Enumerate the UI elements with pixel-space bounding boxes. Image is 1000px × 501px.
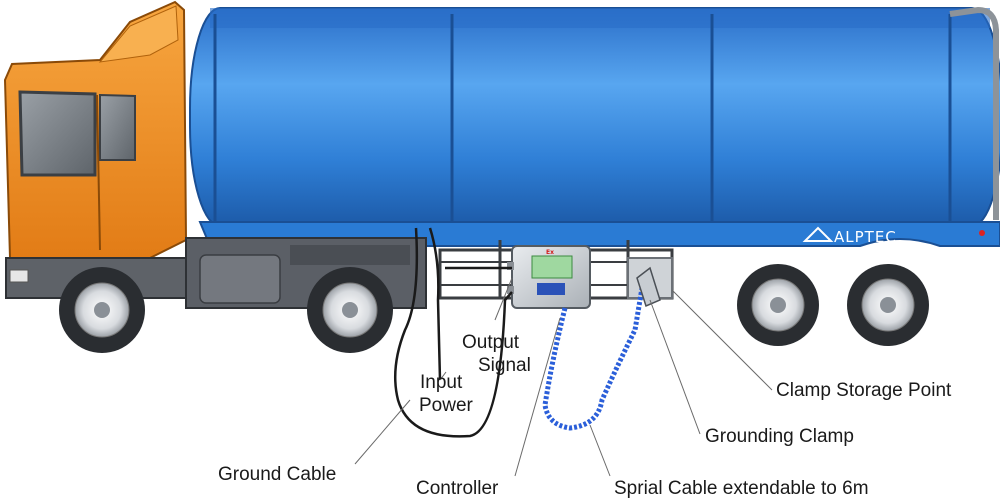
label-output-signal-line2: Signal — [478, 355, 531, 376]
wheel-trailer-2 — [847, 264, 929, 346]
label-clamp-storage-point: Clamp Storage Point — [776, 380, 952, 401]
leader-lines — [354, 277, 773, 477]
leader-clamp-storage — [671, 289, 773, 391]
wheel-front — [59, 267, 145, 353]
callout-labels: Output Signal Input Power Ground Cable C… — [218, 332, 952, 499]
door-window — [99, 93, 136, 161]
fuel-box — [199, 254, 281, 304]
ground-cable-line — [393, 227, 513, 438]
label-ground-cable: Ground Cable — [218, 464, 336, 485]
brand-name: ALPTEC — [834, 228, 897, 246]
tractor-chassis — [185, 237, 427, 309]
label-controller: Controller — [416, 478, 499, 499]
input-power-line — [428, 227, 442, 381]
leader-controller — [514, 317, 561, 477]
grounding-clamp — [636, 266, 661, 308]
leader-grounding-clamp — [649, 299, 701, 435]
leader-output-signal — [494, 277, 513, 321]
label-spiral-cable: Sprial Cable extendable to 6m — [614, 478, 869, 499]
truck-cab — [3, 0, 188, 299]
cables — [393, 227, 661, 438]
ex-mark: Ex — [546, 249, 554, 256]
alptec-logo: ALPTEC — [802, 226, 897, 246]
label-grounding-clamp: Grounding Clamp — [705, 426, 854, 447]
fuel-tank — [189, 6, 1000, 227]
leader-input-power — [439, 371, 447, 381]
controller-display — [537, 283, 565, 295]
label-output-signal-line1: Output — [462, 332, 520, 353]
spiral-cable — [542, 287, 645, 431]
label-input-power-line2: Power — [419, 395, 474, 416]
wheel-drive — [307, 267, 393, 353]
tank-pipe — [949, 6, 999, 220]
leader-spiral-cable — [589, 424, 611, 477]
label-input-power-line1: Input — [420, 372, 463, 393]
leader-ground-cable — [354, 399, 411, 465]
wheel-trailer-1 — [737, 264, 819, 346]
controller-box: Ex — [507, 245, 591, 309]
cab-window — [18, 90, 97, 177]
